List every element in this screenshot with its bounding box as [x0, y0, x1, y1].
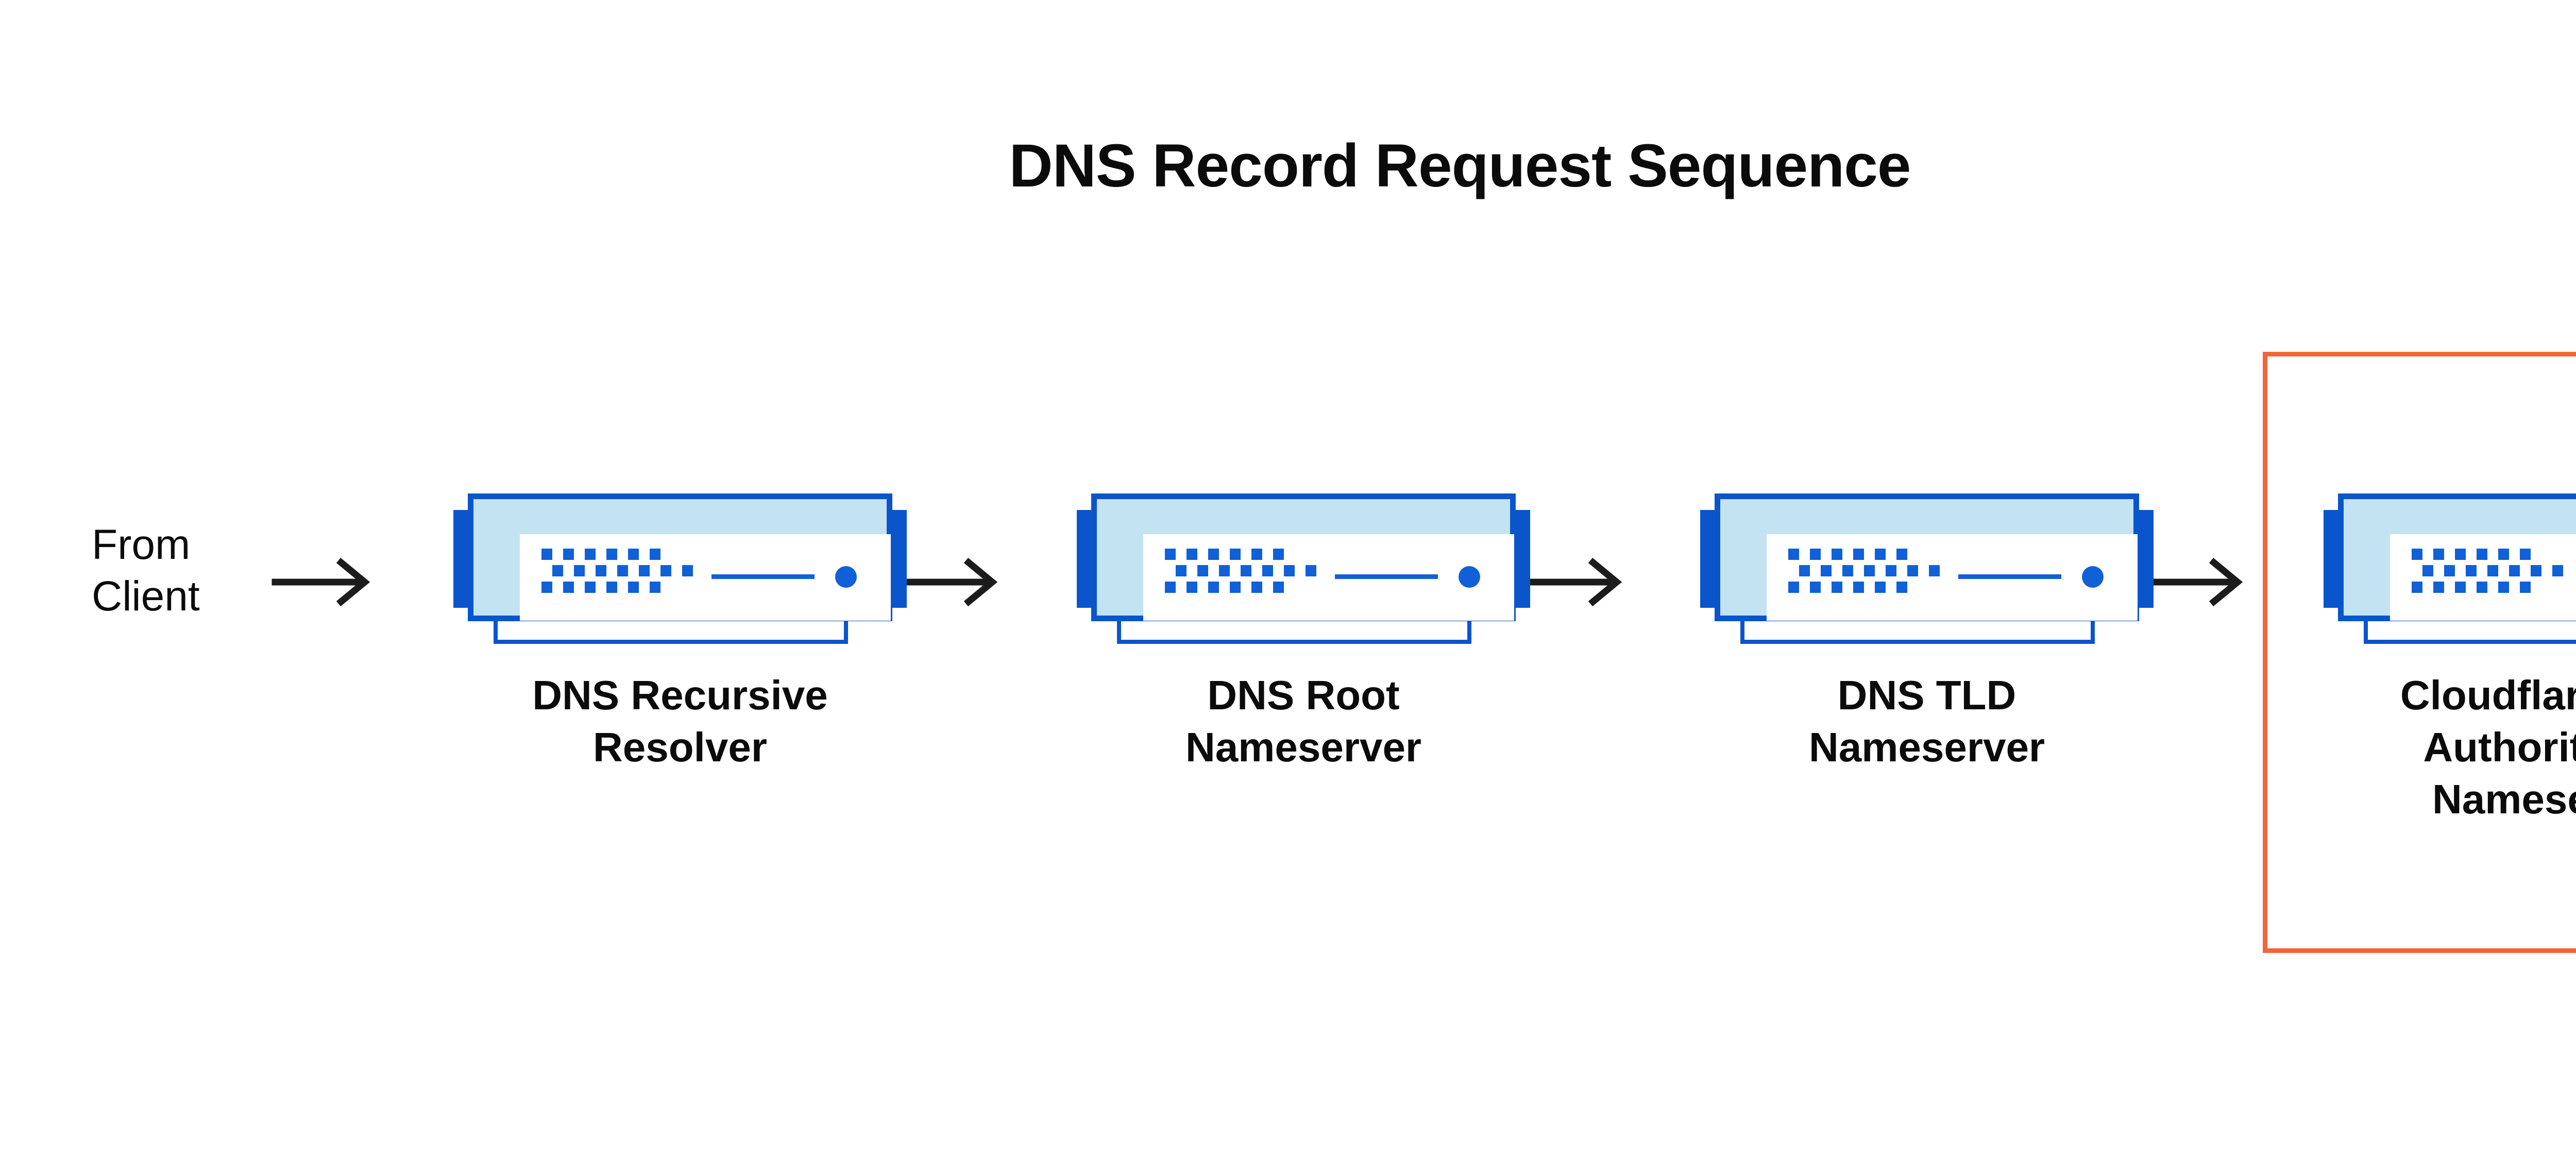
node-caption: Cloudflare.com Authoritative Nameserver [2277, 670, 2576, 825]
vent-row [1176, 565, 1316, 576]
server-chassis [2338, 493, 2576, 621]
arrow-resolver-to-root-icon [899, 557, 1002, 607]
vent-row [2412, 582, 2563, 593]
server-icon [1072, 479, 1535, 649]
vent-row [1788, 582, 1940, 593]
node-caption-line: Authoritative [2423, 724, 2576, 770]
vent-row [541, 549, 693, 560]
arrow-root-to-tld-icon [1523, 557, 1626, 607]
node-caption-line: DNS TLD [1837, 672, 2016, 718]
vent-row [1165, 549, 1316, 560]
server-faceplate [1143, 534, 1514, 621]
server-vent-grid-icon [1788, 549, 1940, 593]
server-vent-grid-icon [1165, 549, 1316, 593]
server-led-icon [835, 566, 857, 588]
server-faceplate [1767, 534, 2138, 621]
server-status-line-icon [1335, 574, 1438, 579]
vent-row [1799, 565, 1940, 576]
server-base-shelf [1117, 621, 1471, 644]
server-base-shelf [1740, 621, 2095, 644]
server-icon [448, 479, 912, 649]
node-caption-line: Nameserver [1185, 724, 1422, 770]
server-led-icon [2082, 566, 2104, 588]
server-chassis [1715, 493, 2139, 621]
node-cloudflare-authoritative-nameserver[interactable]: Cloudflare.com Authoritative Nameserver [2277, 479, 2576, 825]
server-icon [2318, 479, 2576, 649]
arrow-tld-to-authoritative-icon [2144, 557, 2247, 607]
vent-row [541, 582, 693, 593]
node-dns-tld-nameserver[interactable]: DNS TLD Nameserver [1654, 479, 2200, 774]
node-caption: DNS Root Nameserver [1030, 670, 1577, 774]
server-status-line-icon [711, 574, 815, 579]
node-caption-line: Resolver [593, 724, 767, 770]
vent-row [2412, 549, 2563, 560]
server-status-line-icon [1958, 574, 2061, 579]
page-title: DNS Record Request Sequence [1009, 132, 1911, 200]
server-icon [1695, 479, 2159, 649]
server-chassis [1091, 493, 1516, 621]
from-client-label: From Client [92, 519, 262, 622]
node-caption-line: Cloudflare.com [2400, 672, 2576, 718]
vent-row [1788, 549, 1940, 560]
node-dns-recursive-resolver[interactable]: DNS Recursive Resolver [407, 479, 953, 774]
arrow-client-to-resolver-icon [272, 557, 374, 607]
server-vent-grid-icon [2412, 549, 2563, 593]
node-caption-line: DNS Recursive [532, 672, 828, 718]
server-led-icon [1459, 566, 1480, 588]
node-caption-line: Nameserver [1808, 724, 2045, 770]
server-faceplate [2390, 534, 2576, 621]
vent-row [552, 565, 693, 576]
from-client-label-line-1: From [92, 521, 191, 568]
server-faceplate [520, 534, 891, 621]
node-dns-root-nameserver[interactable]: DNS Root Nameserver [1030, 479, 1577, 774]
server-chassis [468, 493, 892, 621]
server-base-shelf [494, 621, 848, 644]
node-caption: DNS Recursive Resolver [407, 670, 953, 774]
vent-row [1165, 582, 1316, 593]
vent-row [2422, 565, 2563, 576]
server-vent-grid-icon [541, 549, 693, 593]
node-caption-line: Nameserver [2432, 776, 2576, 822]
node-caption: DNS TLD Nameserver [1654, 670, 2200, 774]
server-base-shelf [2364, 621, 2576, 644]
from-client-label-line-2: Client [92, 573, 200, 620]
node-caption-line: DNS Root [1207, 672, 1400, 718]
